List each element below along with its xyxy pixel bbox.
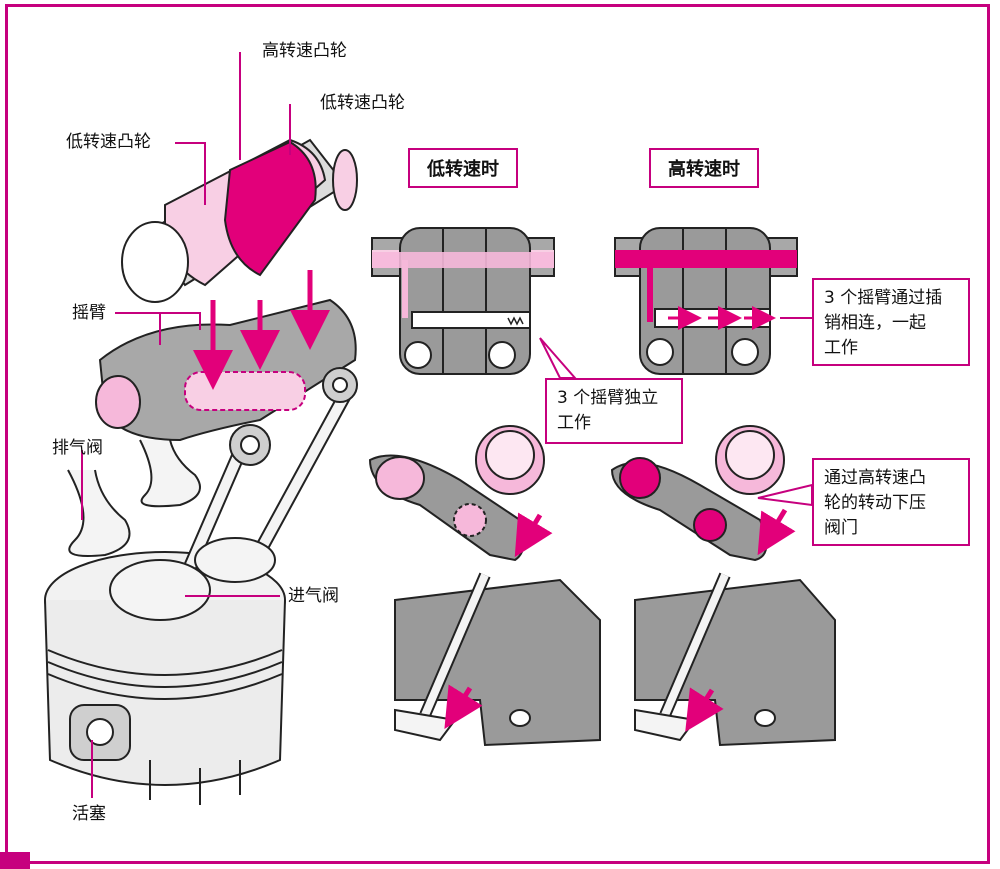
valve-high-bottom [610,425,836,747]
valve-low-bottom [368,425,601,747]
note-pinned: 3 个摇臂通过插 销相连，一起 工作 [812,278,970,366]
label-low-speed-cam-right: 低转速凸轮 [320,93,405,113]
label-piston: 活塞 [72,804,106,824]
camshaft-drawing [121,138,358,303]
motion-arrows-left [193,270,330,390]
label-high-speed-cam: 高转速凸轮 [262,41,347,61]
valve-drawings [67,388,352,621]
note-press-valve: 通过高转速凸 轮的转动下压 阀门 [812,458,970,546]
leader-lines-left [81,52,291,798]
schematic-low-top [371,227,555,375]
label-exhaust-valve: 排气阀 [52,438,103,458]
header-low-speed: 低转速时 [408,148,518,188]
schematic-high-top [614,227,798,375]
note-independent: 3 个摇臂独立 工作 [545,378,683,444]
header-high-speed: 高转速时 [649,148,759,188]
label-low-speed-cam-left: 低转速凸轮 [66,132,151,152]
page-frame [5,4,990,864]
label-rocker-arm: 摇臂 [72,303,106,323]
corner-mark [0,852,30,869]
label-intake-valve: 进气阀 [288,586,339,606]
